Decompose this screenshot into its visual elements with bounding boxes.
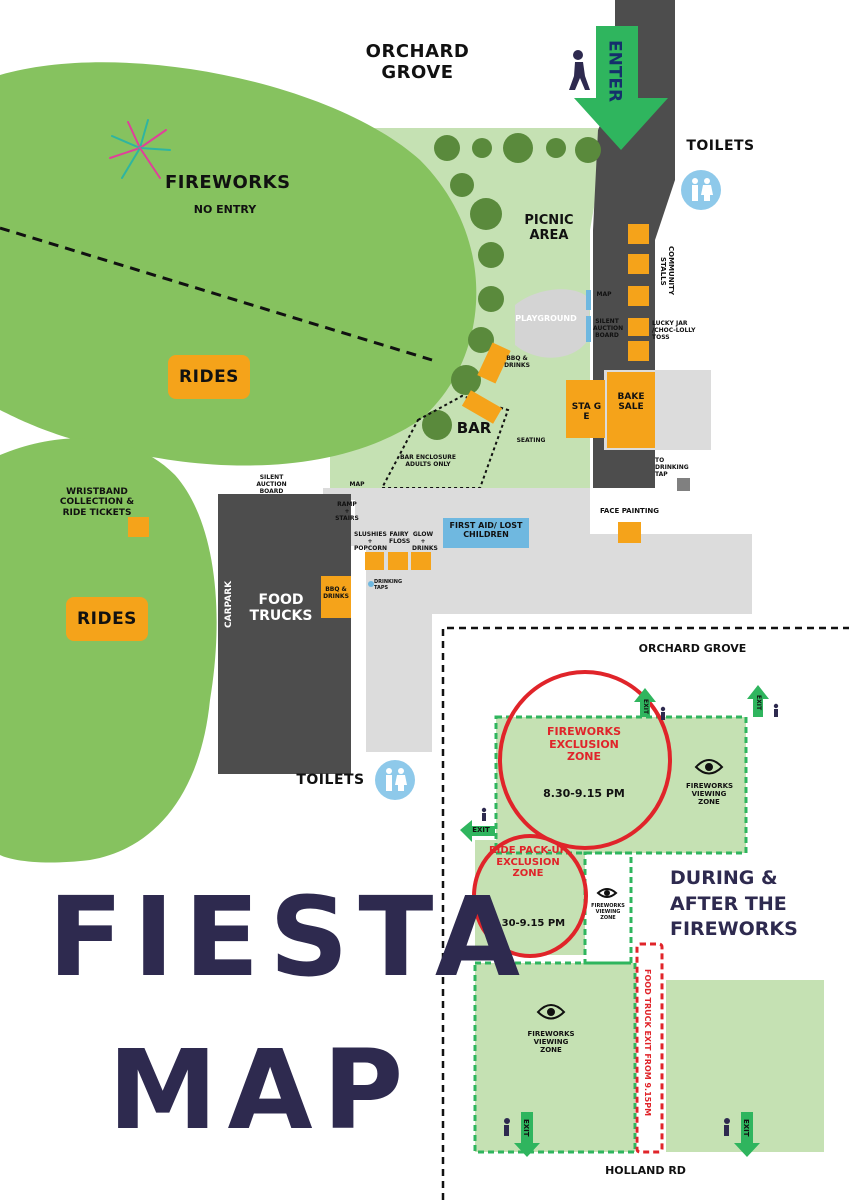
exit-arrow-bottom-right bbox=[734, 1112, 760, 1157]
rides-upper-label: RIDES bbox=[168, 355, 250, 399]
fireworks-burst-icon bbox=[109, 119, 171, 179]
food-truck-exit-label: FOOD TRUCK EXIT FROM 9.15PM bbox=[643, 969, 653, 1117]
street-orchard-grove-top: ORCHARD GROVE bbox=[365, 41, 470, 83]
food-trucks-label: FOOD TRUCKS bbox=[249, 592, 313, 625]
fireworks-exclusion-ring bbox=[498, 670, 672, 850]
wristband-label: WRISTBAND COLLECTION & RIDE TICKETS bbox=[59, 487, 135, 518]
fireworks-exclusion-label: FIREWORKS EXCLUSION ZONE bbox=[547, 725, 621, 764]
first-aid-label: FIRST AID/ LOST CHILDREN bbox=[449, 521, 523, 540]
walking-person-icon bbox=[569, 50, 590, 90]
picnic-area-label: PICNIC AREA bbox=[524, 213, 574, 243]
exit-label: EXIT bbox=[754, 695, 762, 711]
street-orchard-grove-inset: ORCHARD GROVE bbox=[638, 642, 747, 655]
lower-paving bbox=[323, 488, 752, 752]
fireworks-rides-field bbox=[0, 62, 477, 466]
exit-label: EXIT bbox=[522, 1119, 531, 1137]
toilets-icon bbox=[375, 760, 415, 800]
walking-person-small-icons bbox=[481, 703, 779, 1136]
inset-top-green bbox=[496, 717, 746, 853]
bbq-drinks-lower-label: BBQ & DRINKS bbox=[323, 586, 349, 600]
bake-sale-label: BAKE SALE bbox=[617, 392, 645, 413]
map-upper-label: MAP bbox=[596, 291, 612, 298]
exit-arrow-top-left bbox=[634, 688, 656, 717]
silent-auction-board-label: SILENT AUCTION BOARD bbox=[593, 318, 624, 339]
bar-enclosure-label: BAR ENCLOSURE ADULTS ONLY bbox=[399, 454, 457, 468]
ride-exclusion-ring bbox=[472, 834, 588, 958]
fairy-floss-label: FAIRY FLOSS bbox=[389, 531, 411, 545]
during-after-label: DURING & AFTER THE FIREWORKS bbox=[670, 867, 798, 941]
ramp-stairs-label: RAMP + STAIRS bbox=[335, 501, 359, 522]
fireworks-boundary-line bbox=[0, 226, 433, 362]
exit-label: EXIT bbox=[472, 826, 490, 834]
carpark bbox=[218, 494, 351, 774]
exit-label: EXIT bbox=[742, 1119, 751, 1137]
upper-stalls bbox=[461, 224, 655, 448]
viewing-zone-small-label: FIREWORKS VIEWING ZONE bbox=[591, 903, 625, 921]
seating-label: SEATING bbox=[516, 437, 546, 444]
playground-shape bbox=[515, 289, 590, 358]
ride-exclusion-label: RIDE PACK-UP EXCLUSION ZONE bbox=[488, 845, 567, 879]
lucky-jar-label: LUCKY JAR /CHOC-LOLLY TOSS bbox=[652, 320, 696, 341]
face-painting-label: FACE PAINTING bbox=[599, 507, 660, 515]
fireworks-exclusion-time: 8.30-9.15 PM bbox=[543, 787, 625, 800]
map-lower-label: MAP bbox=[349, 481, 365, 488]
food-truck-exit-lane bbox=[635, 942, 664, 1154]
fireworks-label: FIREWORKS bbox=[165, 172, 291, 193]
bbq-drinks-upper-label: BBQ & DRINKS bbox=[504, 355, 530, 369]
ride-exclusion-time: 8.30-9.15 PM bbox=[490, 918, 566, 929]
exit-arrows bbox=[460, 685, 769, 1157]
to-drinking-tap-label: TO DRINKING TAP bbox=[655, 457, 689, 478]
drinking-tap-icon bbox=[368, 581, 374, 587]
rides-lower-label: RIDES bbox=[66, 597, 148, 641]
toilets-icon bbox=[681, 170, 721, 210]
first-aid-box bbox=[443, 518, 529, 548]
lower-rides-field bbox=[0, 438, 217, 863]
bar-label: BAR bbox=[456, 419, 492, 437]
inset-left-green bbox=[475, 840, 585, 955]
drinking-tap-marker bbox=[677, 478, 690, 491]
exit-label: EXIT bbox=[641, 699, 649, 715]
trees bbox=[422, 133, 601, 440]
no-entry-label: NO ENTRY bbox=[193, 203, 257, 216]
enter-label: ENTER bbox=[604, 39, 625, 103]
playground-label: PLAYGROUND bbox=[515, 314, 577, 323]
enter-arrow bbox=[574, 26, 668, 150]
title-line2: MAP bbox=[108, 1026, 414, 1154]
eye-icon bbox=[536, 759, 724, 1020]
bar-enclosure bbox=[380, 394, 510, 489]
street-holland-rd: HOLLAND RD bbox=[605, 1164, 686, 1177]
toilets-bottom-label: TOILETS bbox=[296, 772, 365, 788]
inset-border bbox=[441, 626, 849, 1200]
stage-label: STA G E bbox=[571, 402, 602, 423]
drinking-taps-label: DRINKING TAPS bbox=[374, 579, 403, 591]
lower-stalls bbox=[128, 517, 641, 618]
exit-arrow-top-right bbox=[747, 685, 769, 717]
viewing-zone-bottom-border bbox=[473, 961, 637, 1154]
exit-arrow-left bbox=[460, 820, 495, 842]
exit-arrow-bottom-left bbox=[514, 1112, 540, 1157]
community-stalls-label: COMMUNITY STALLS bbox=[659, 246, 676, 296]
title-line1: FIESTA bbox=[48, 873, 531, 1001]
viewing-zone-right-label: FIREWORKS VIEWING ZONE bbox=[686, 782, 734, 807]
carpark-label: CARPARK bbox=[224, 580, 234, 628]
slushies-label: SLUSHIES + POPCORN bbox=[354, 531, 388, 552]
inset-bottom-green bbox=[475, 963, 635, 1152]
silent-auction-board-lower-label: SILENT AUCTION BOARD bbox=[256, 474, 287, 495]
viewing-zone-mid-border bbox=[583, 851, 633, 965]
glow-drinks-label: GLOW + DRINKS bbox=[412, 531, 438, 552]
viewing-zone-bottom-label: FIREWORKS VIEWING ZONE bbox=[527, 1030, 575, 1055]
toilets-top-label: TOILETS bbox=[686, 138, 755, 154]
